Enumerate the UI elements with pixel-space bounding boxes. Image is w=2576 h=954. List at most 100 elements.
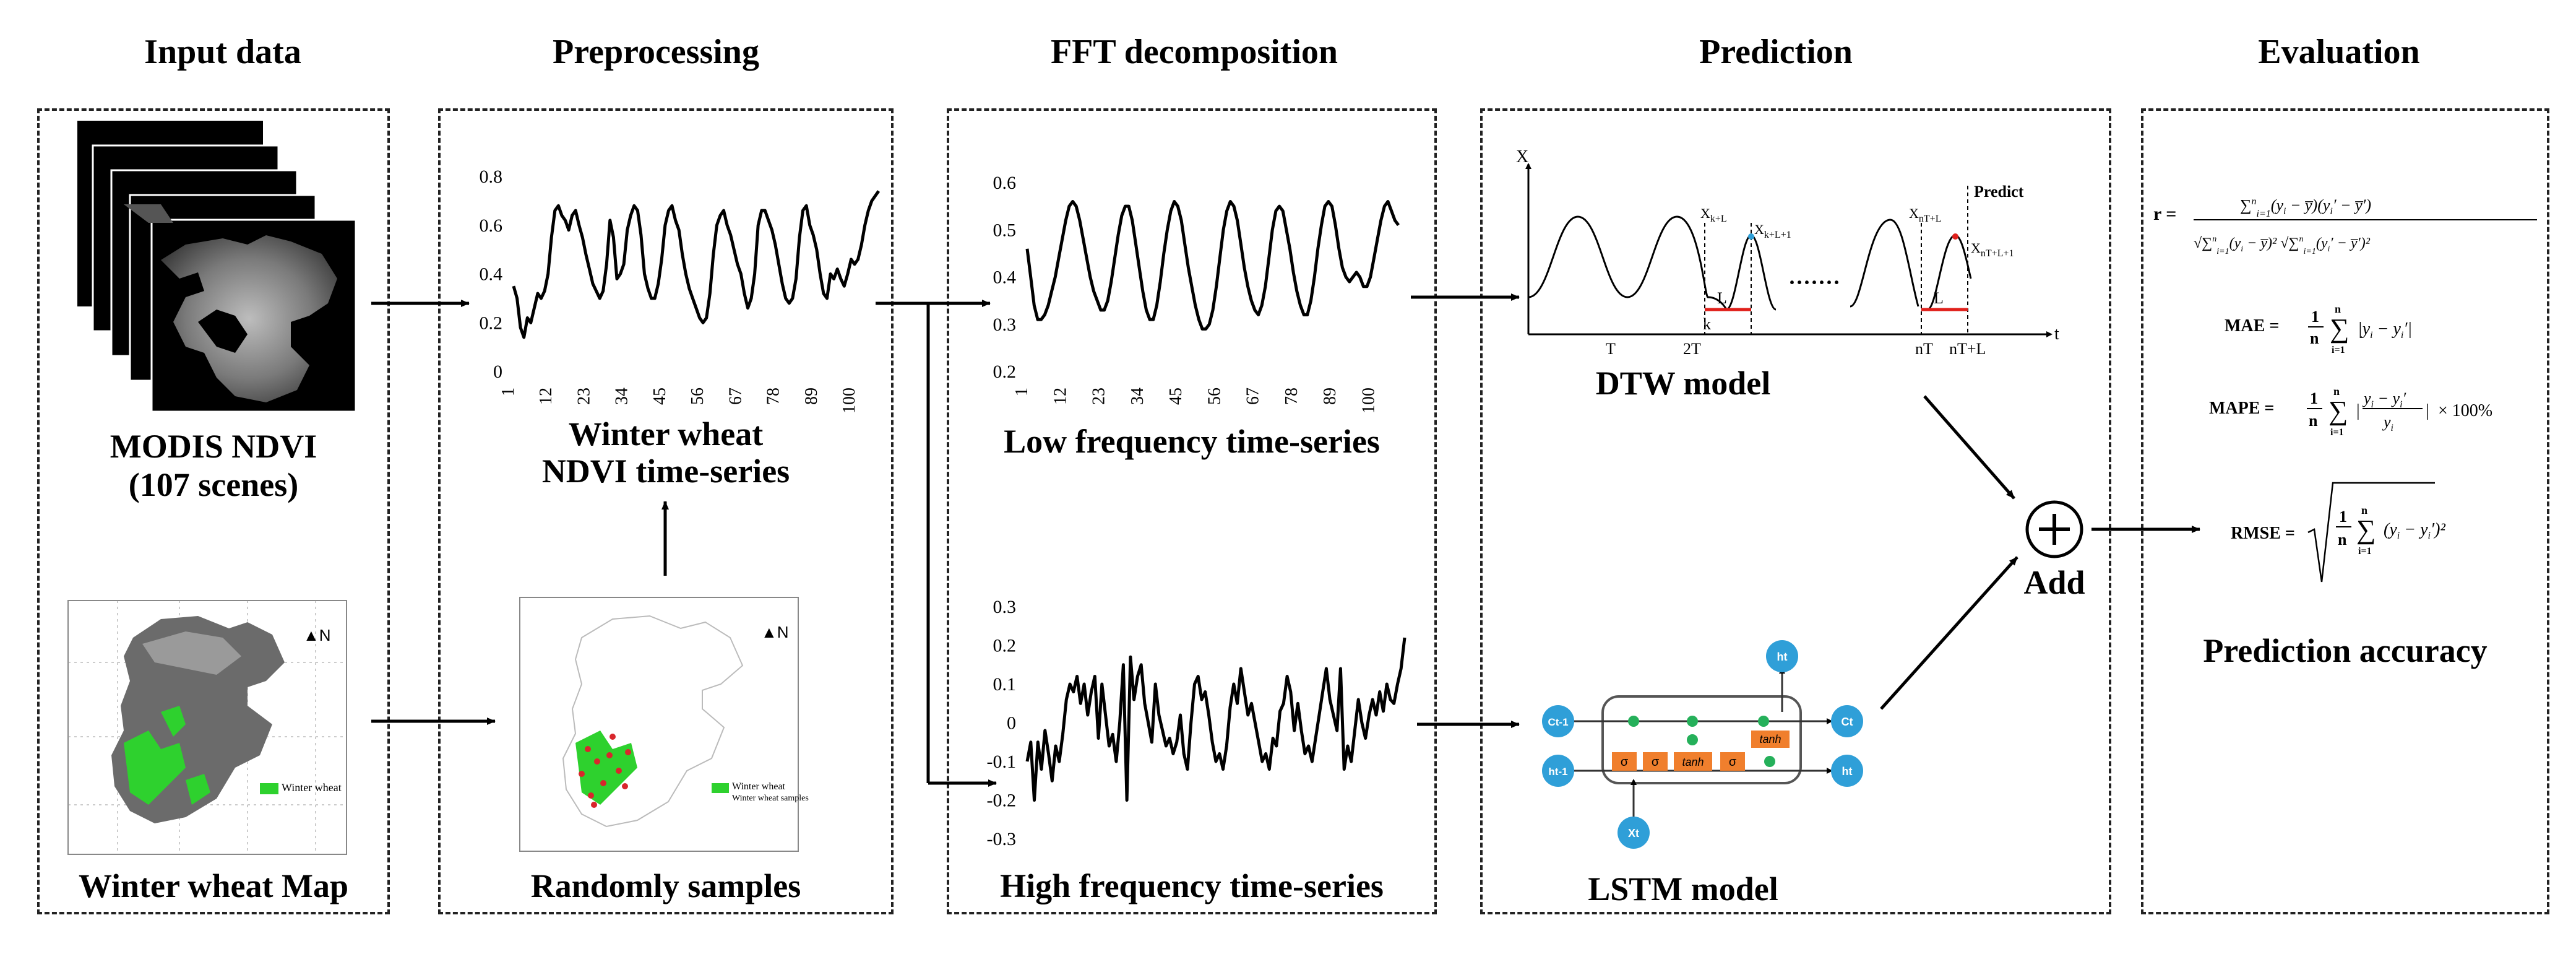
ndvi-xtick: 56 — [688, 388, 707, 405]
svg-text:|: | — [2356, 401, 2360, 420]
svg-text:n: n — [2333, 385, 2340, 397]
dtw-tick-nt: nT — [1915, 340, 1933, 358]
dtw-window-label-1: L — [1717, 289, 1727, 307]
svg-text:n: n — [2338, 531, 2347, 549]
high-series-line — [1025, 637, 1406, 802]
svg-text:n: n — [2310, 329, 2319, 347]
panel-fft-decomposition — [947, 108, 1437, 914]
dtw-axis-x-label: X — [1516, 147, 1528, 167]
low-ytick: 0.6 — [993, 173, 1017, 193]
svg-text:n: n — [2361, 504, 2367, 516]
lstm-gate-candidate: tanh — [1682, 756, 1704, 768]
header-prediction: Prediction — [1699, 33, 1853, 71]
high-ytick: 0.3 — [993, 597, 1017, 617]
lstm-h-next-node — [1831, 755, 1863, 787]
svg-text:√∑ni=1(yi − y̅)² √∑ni=1(yi′ −: √∑ni=1(yi − y̅)² √∑ni=1(yi′ − y̅′)² — [2194, 235, 2371, 256]
svg-text:XnT+L+1: XnT+L+1 — [1971, 240, 2014, 259]
ndvi-series-label-line1: Winter wheat — [568, 415, 764, 453]
panel-preprocessing — [438, 108, 894, 914]
samples-legend-label-1: Winter wheat — [732, 781, 785, 792]
svg-text:|: | — [2426, 401, 2429, 420]
winter-wheat-map-label: Winter wheat Map — [79, 867, 348, 904]
ndvi-xtick: 67 — [726, 388, 745, 405]
map-legend-label: Winter wheat — [282, 781, 342, 794]
ndvi-series-label-line2: NDVI time-series — [541, 453, 790, 490]
ndvi-xtick: 23 — [574, 388, 593, 405]
header-input-data: Input data — [144, 33, 301, 71]
svg-text:n: n — [2335, 303, 2341, 315]
samples-legend-swatch — [712, 783, 729, 793]
low-xtick: 1 — [1012, 388, 1032, 396]
lstm-x-label: Xt — [1628, 827, 1639, 839]
low-xtick: 56 — [1205, 388, 1224, 405]
high-ytick: -0.1 — [987, 752, 1017, 772]
panel-prediction — [1480, 108, 2111, 914]
low-series-line — [1025, 200, 1400, 331]
ndvi-series-line — [512, 190, 881, 339]
high-ytick: -0.3 — [987, 829, 1017, 849]
panel-input-data — [37, 108, 390, 914]
high-ytick: 0 — [1007, 713, 1016, 734]
dtw-ellipsis: ······· — [1788, 270, 1840, 295]
svg-text:1: 1 — [2311, 308, 2319, 326]
low-frequency-label: Low frequency time-series — [1004, 423, 1380, 460]
low-ytick: 0.5 — [993, 220, 1017, 240]
formula-mae-lhs: MAE = — [2225, 316, 2279, 336]
ndvi-ytick: 0 — [493, 362, 502, 382]
samples-legend-label-2: Winter wheat samples — [732, 794, 809, 803]
panel-evaluation — [2141, 108, 2549, 914]
svg-text:yi − yi′: yi − yi′ — [2362, 389, 2406, 410]
lstm-h-prev-node — [1542, 755, 1574, 787]
ndvi-ytick: 0.4 — [480, 264, 503, 285]
svg-text:∑: ∑ — [2330, 313, 2349, 344]
svg-text:n: n — [2309, 412, 2318, 430]
chart-high-frequency: -0.3-0.2-0.100.10.20.3 — [987, 597, 1406, 849]
dtw-tick-t: T — [1606, 340, 1616, 358]
svg-text:1: 1 — [2310, 389, 2318, 407]
dtw-curve-recent — [1850, 219, 1919, 308]
header-preprocessing: Preprocessing — [553, 33, 759, 71]
prediction-accuracy-label: Prediction accuracy — [2203, 632, 2488, 669]
lstm-x-node — [1618, 817, 1650, 849]
map-legend-swatch — [260, 783, 278, 794]
dtw-axis-t-label: t — [2054, 324, 2059, 344]
lstm-model-diagram: Ct-1 ht-1 Ct ht ht Xt σ σ tanh σ tanh — [1542, 640, 1863, 849]
low-xtick: 23 — [1090, 388, 1109, 405]
ndvi-xtick: 12 — [536, 388, 556, 405]
ndvi-ytick: 0.2 — [480, 313, 503, 333]
formula-mape-lhs: MAPE = — [2209, 399, 2274, 418]
ndvi-xtick: 78 — [764, 388, 783, 405]
lstm-c-prev-label: Ct-1 — [1548, 716, 1568, 728]
header-fft-decomposition: FFT decomposition — [1050, 33, 1338, 71]
lstm-model-label: LSTM model — [1588, 870, 1778, 908]
high-frequency-label: High frequency time-series — [1000, 867, 1384, 904]
dtw-window-label-2: L — [1934, 289, 1944, 307]
low-xtick: 67 — [1244, 388, 1263, 405]
dtw-predict-label: Predict — [1974, 183, 2024, 201]
evaluation-formulas: r = ∑ni=1(yi − y̅)(yi′ − y̅′) √∑ni=1(yi … — [2153, 196, 2537, 583]
random-samples-map: ▲N — [519, 597, 799, 852]
svg-text:∑ni=1(yi − y̅)(yi′ − y̅′): ∑ni=1(yi − y̅)(yi′ − y̅′) — [2240, 196, 2371, 219]
low-xtick: 45 — [1166, 388, 1186, 405]
modis-image-stack — [77, 121, 357, 413]
low-xtick: 89 — [1320, 388, 1340, 405]
svg-text:XnT+L: XnT+L — [1909, 206, 1941, 224]
svg-text:i=1: i=1 — [2332, 345, 2345, 355]
arrow-dtw-to-add — [1923, 395, 2015, 500]
lstm-gate-forget: σ — [1621, 755, 1629, 769]
lstm-h-prev-label: ht-1 — [1548, 766, 1567, 778]
svg-text:yi: yi — [2382, 413, 2393, 433]
dtw-curve-history — [1528, 215, 1709, 298]
formula-rmse-lhs: RMSE = — [2231, 524, 2295, 543]
north-arrow-icon-2: ▲N — [761, 623, 789, 641]
header-evaluation: Evaluation — [2258, 33, 2420, 71]
low-xtick: 34 — [1128, 388, 1147, 405]
add-icon — [2025, 500, 2083, 558]
formula-mape-tail: × 100% — [2438, 401, 2492, 420]
lstm-c-next-label: Ct — [1842, 716, 1853, 728]
dtw-tick-ntl: nT+L — [1949, 340, 1986, 358]
ndvi-xtick: 100 — [840, 388, 859, 414]
dtw-model-diagram: X t T 2T k nT nT+L L L Xk+L Xk+L+1 XnT+L… — [1516, 147, 2059, 358]
low-xtick: 78 — [1282, 388, 1301, 405]
